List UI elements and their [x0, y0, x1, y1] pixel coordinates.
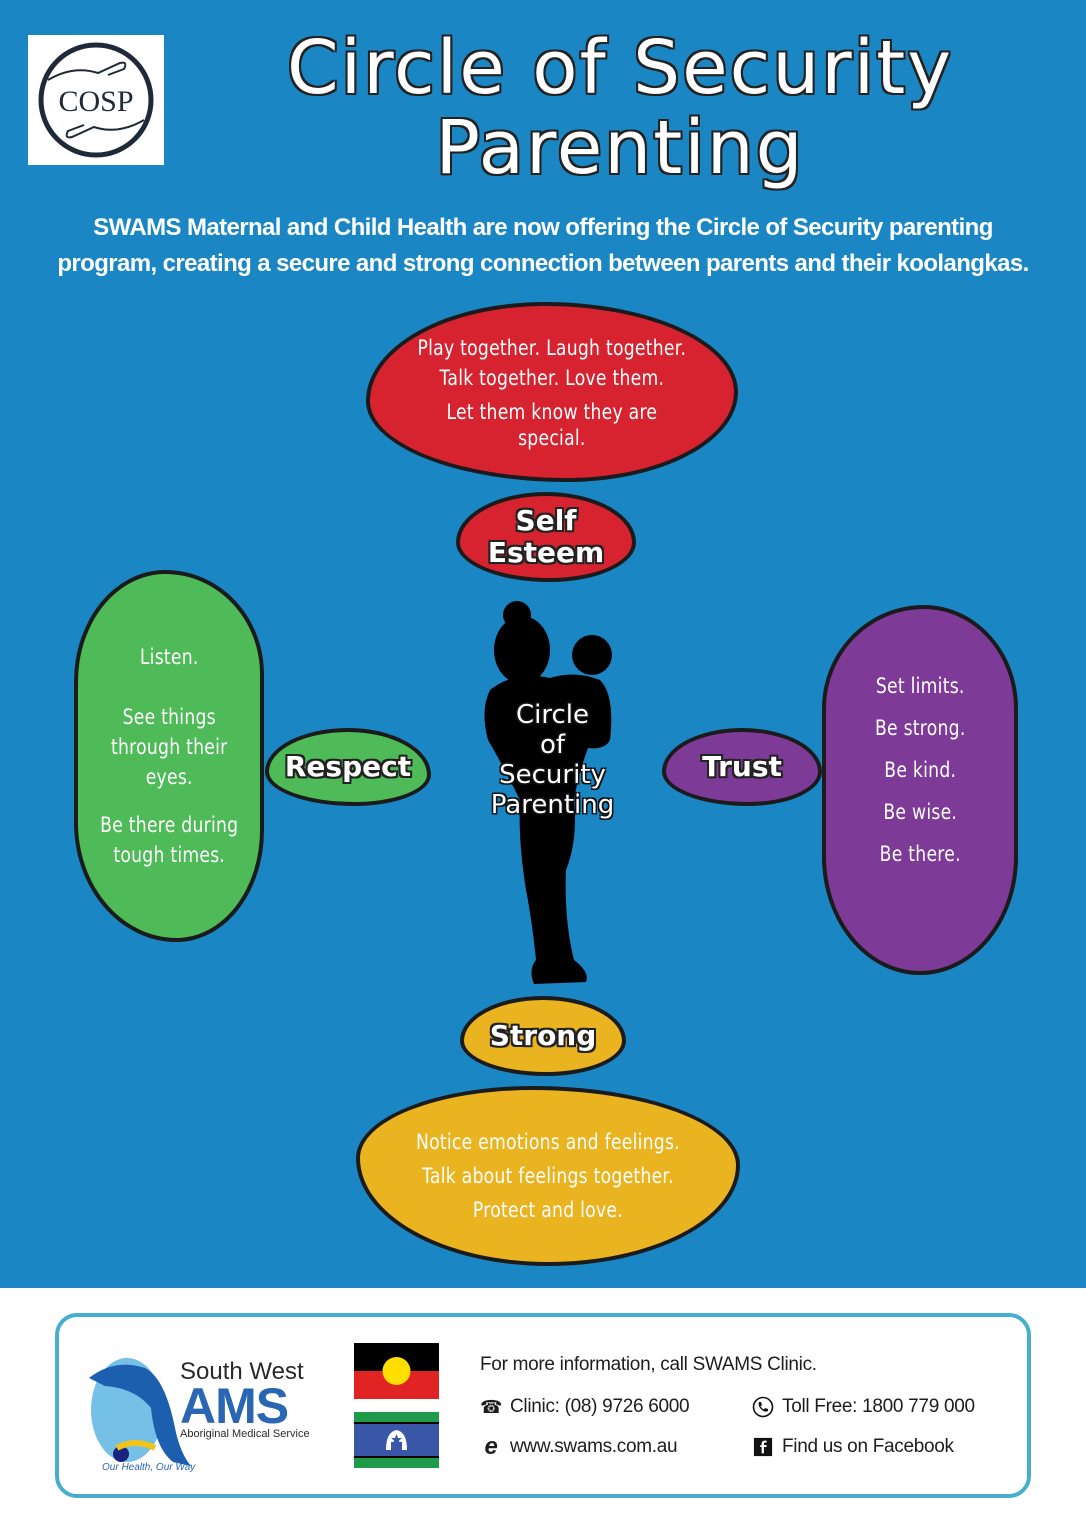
website-link[interactable]: e www.swams.com.au: [480, 1433, 678, 1460]
toll-free-phone[interactable]: Toll Free: 1800 779 000: [752, 1396, 975, 1418]
respect-text-line: Listen.: [139, 645, 199, 669]
respect-text-line: tough times.: [113, 843, 225, 867]
respect-description-blob: Listen. See things through their eyes. B…: [74, 570, 264, 942]
org-subtitle: Aboriginal Medical Service: [180, 1428, 310, 1440]
clinic-phone[interactable]: ☎ Clinic: (08) 9726 6000: [479, 1396, 690, 1418]
trust-text-line: Be there.: [879, 842, 961, 866]
strong-label-blob: Strong: [460, 996, 626, 1076]
self-esteem-text-line: special.: [518, 426, 586, 450]
trust-text-line: Be strong.: [874, 716, 966, 740]
self-esteem-label: Esteem: [487, 536, 605, 569]
org-tagline: Our Health, Our Way: [102, 1462, 196, 1473]
trust-text-line: Be wise.: [883, 800, 957, 824]
respect-text-line: through their: [110, 735, 228, 759]
strong-label: Strong: [489, 1019, 597, 1052]
trust-text-line: Set limits.: [875, 674, 965, 698]
trust-text-line: Be kind.: [884, 758, 956, 782]
cosp-logo: COSP: [28, 35, 164, 165]
torres-strait-flag-icon: [354, 1412, 439, 1468]
strong-text-line: Notice emotions and feelings.: [416, 1130, 680, 1154]
page-title: Circle of Security Parenting: [240, 28, 1000, 188]
self-esteem-description-blob: Play together. Laugh together. Talk toge…: [366, 302, 738, 482]
phone-circle-icon: [752, 1396, 774, 1418]
aboriginal-flag-icon: [354, 1343, 439, 1399]
trust-label-blob: Trust: [662, 728, 822, 806]
center-title-line: Circle: [515, 700, 589, 730]
center-title-line: Parenting: [490, 790, 615, 820]
title-line-2: Parenting: [435, 105, 805, 191]
footer-contact-box: [55, 1313, 1031, 1498]
svg-text:COSP: COSP: [58, 85, 133, 118]
website-text: www.swams.com.au: [510, 1436, 678, 1457]
intro-line-1: SWAMS Maternal and Child Health are now …: [93, 214, 993, 241]
respect-label-blob: Respect: [265, 728, 431, 806]
self-esteem-text-line: Talk together. Love them.: [439, 366, 665, 390]
cosp-hands-circle-icon: COSP: [38, 42, 154, 158]
strong-description-blob: Notice emotions and feelings. Talk about…: [356, 1086, 740, 1266]
center-title-line: Security: [499, 760, 606, 790]
toll-free-text: Toll Free: 1800 779 000: [782, 1396, 975, 1417]
respect-text-line: See things: [122, 705, 216, 729]
self-esteem-text-line: Play together. Laugh together.: [417, 336, 687, 360]
strong-text-line: Protect and love.: [472, 1198, 623, 1222]
center-title: Circle of Security Parenting: [470, 700, 635, 820]
facebook-link[interactable]: Find us on Facebook: [752, 1436, 954, 1458]
telephone-icon: ☎: [479, 1396, 503, 1417]
respect-text-line: eyes.: [145, 765, 193, 789]
org-name: South West: [180, 1358, 304, 1385]
clinic-phone-text: Clinic: (08) 9726 6000: [510, 1396, 690, 1417]
self-esteem-label-blob: Self Esteem: [456, 492, 636, 582]
swams-dolphin-logo-icon: [85, 1338, 325, 1478]
respect-label: Respect: [284, 750, 412, 783]
self-esteem-text-line: Let them know they are: [446, 400, 658, 424]
intro-text: SWAMS Maternal and Child Health are now …: [30, 210, 1056, 282]
mother-child-silhouette-icon: [470, 600, 640, 990]
facebook-text: Find us on Facebook: [782, 1436, 954, 1457]
center-title-line: of: [539, 730, 566, 760]
trust-label: Trust: [702, 750, 782, 783]
info-heading: For more information, call SWAMS Clinic.: [480, 1354, 817, 1375]
strong-text-line: Talk about feelings together.: [422, 1164, 674, 1188]
org-acronym: AMS: [180, 1378, 289, 1434]
facebook-icon: [752, 1436, 774, 1458]
intro-line-2: program, creating a secure and strong co…: [57, 250, 1029, 277]
title-line-1: Circle of Security: [286, 25, 954, 111]
trust-description-blob: Set limits. Be strong. Be kind. Be wise.…: [822, 605, 1018, 975]
respect-text-line: Be there during: [99, 813, 239, 837]
self-esteem-label: Self: [515, 504, 577, 537]
internet-explorer-icon: e: [484, 1433, 498, 1460]
